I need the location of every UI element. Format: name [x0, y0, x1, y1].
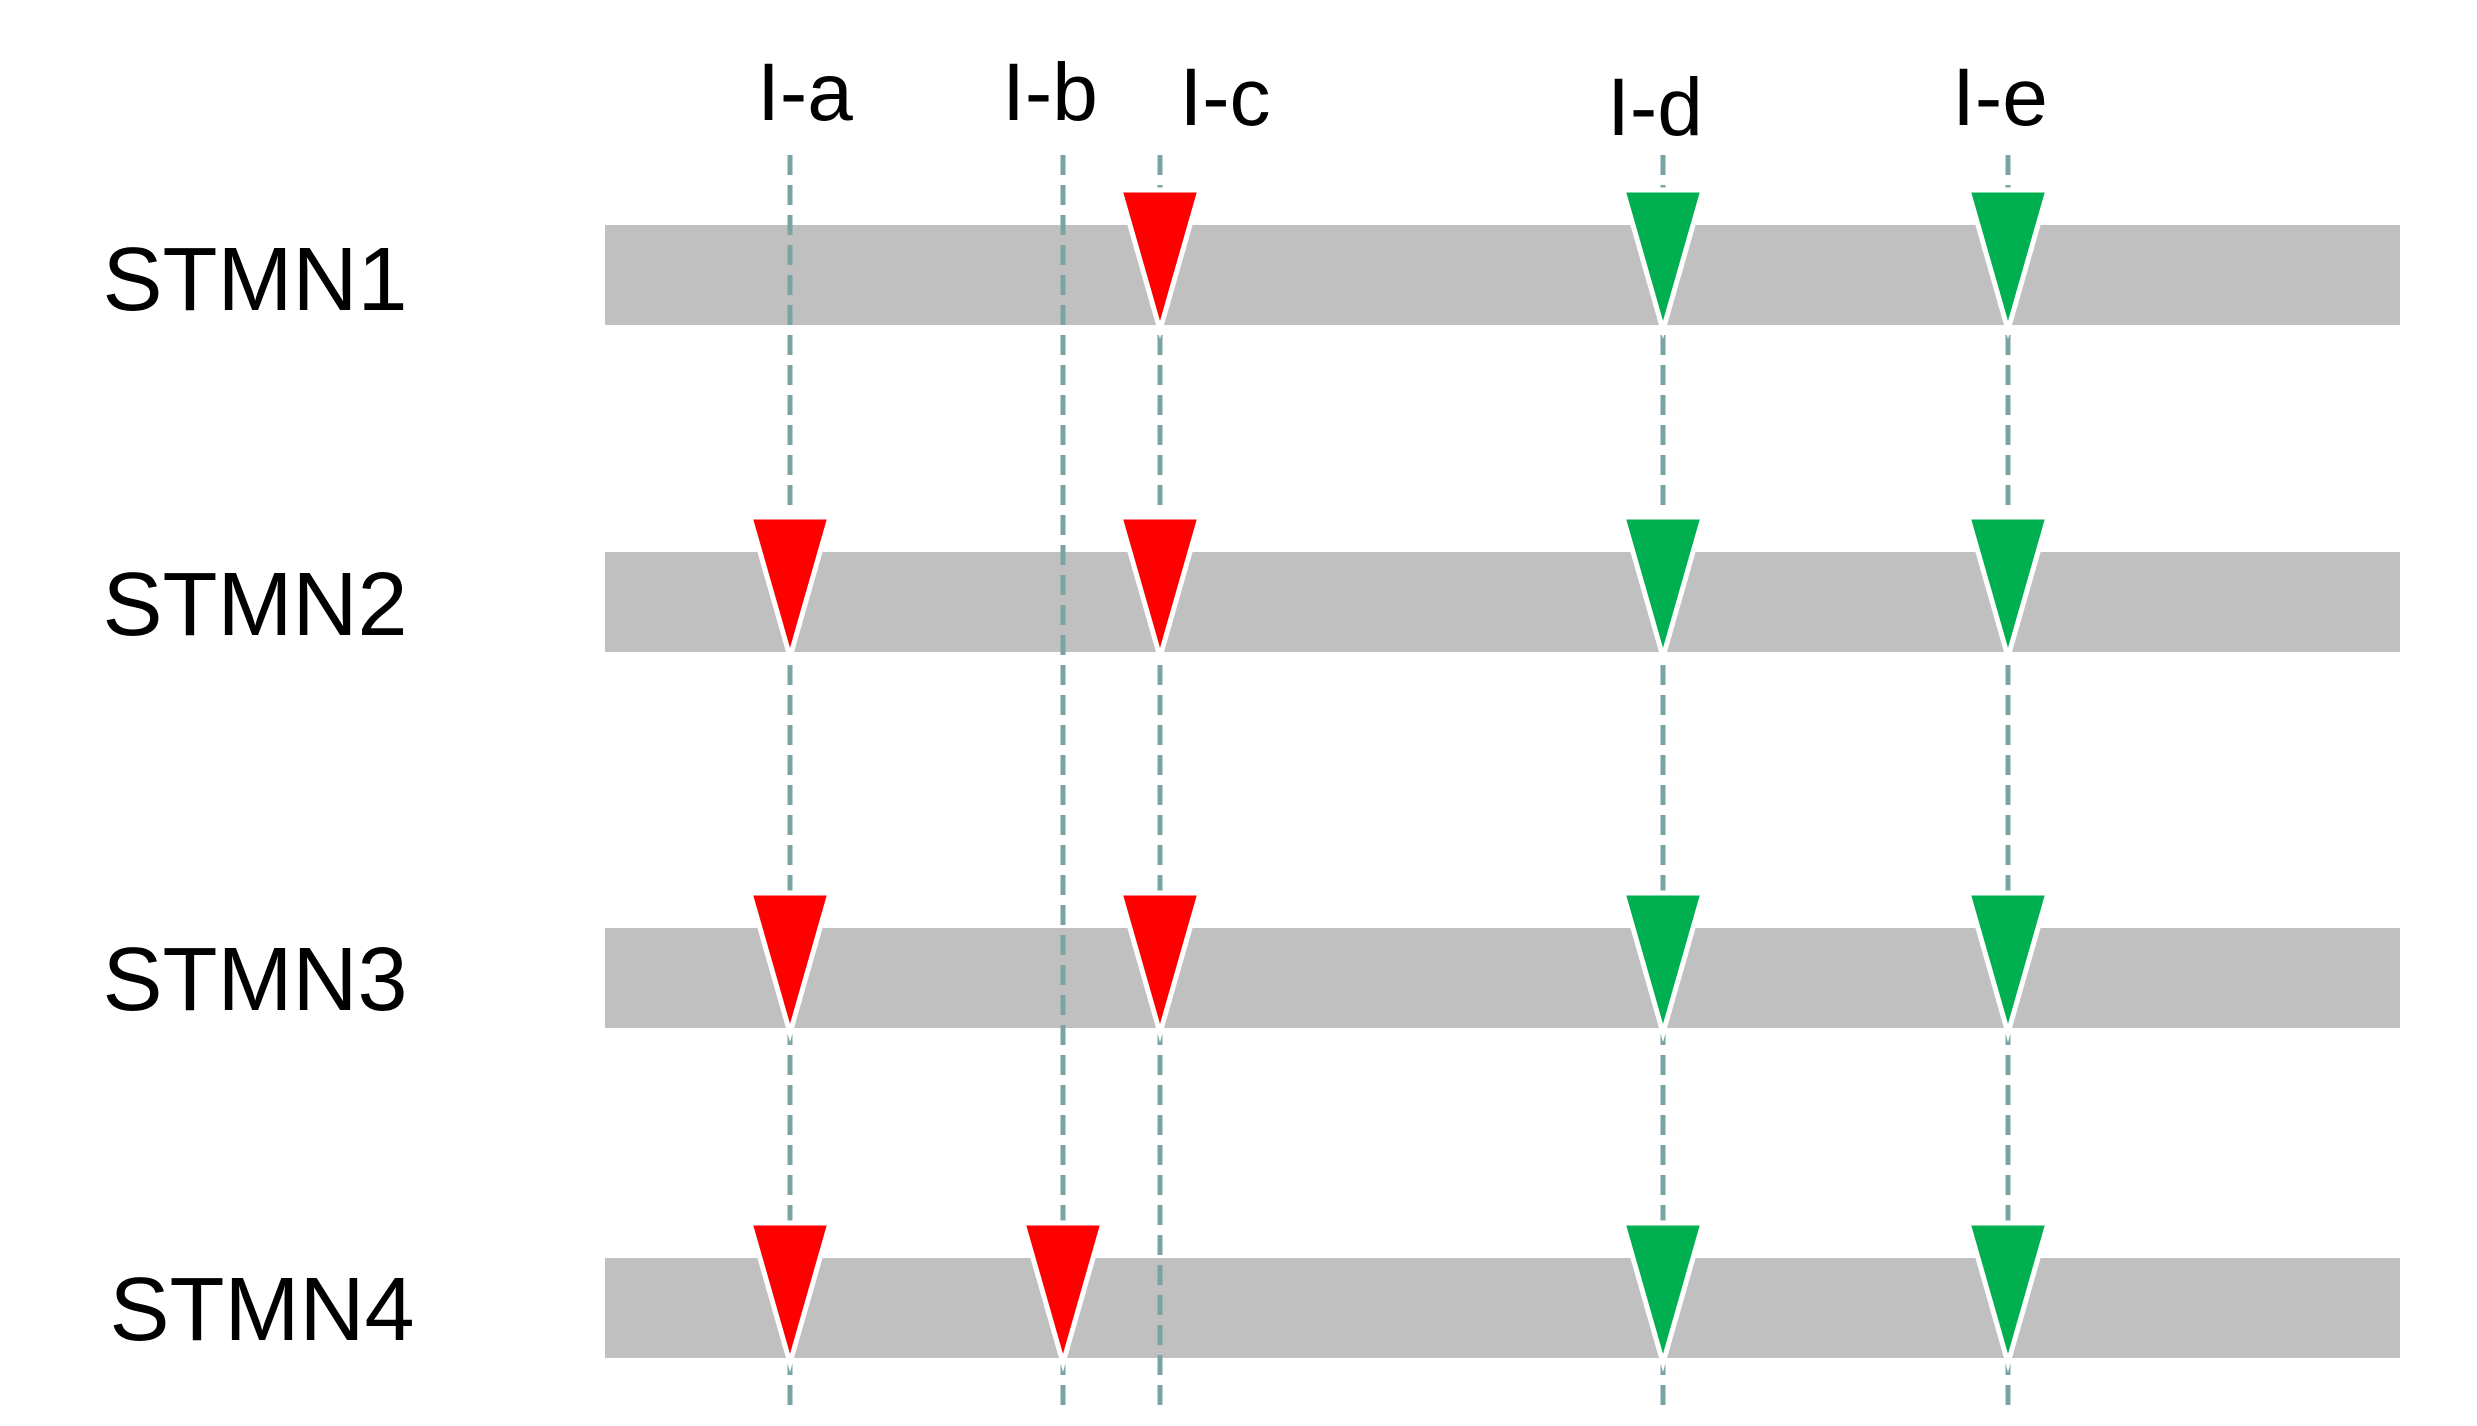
marker-stmn2-i-d-green: [1619, 514, 1707, 667]
marker-stmn3-i-e-green: [1964, 890, 2052, 1043]
site-guide-lines: [787, 155, 2011, 1410]
gene-labels: STMN1 STMN2 STMN3 STMN4: [102, 230, 414, 1360]
gene-bar-stmn4: [605, 1258, 2400, 1358]
marker-stmn2-i-c-red: [1116, 514, 1204, 667]
marker-stmn4-i-a-red: [746, 1220, 834, 1373]
gene-label-stmn3: STMN3: [102, 930, 407, 1030]
marker-stmn3-i-c-red: [1116, 890, 1204, 1043]
marker-stmn4-i-e-green: [1964, 1220, 2052, 1373]
site-label-i-d: I-d: [1607, 62, 1703, 153]
marker-stmn4-i-d-green: [1619, 1220, 1707, 1373]
gene-bar-stmn2: [605, 552, 2400, 652]
marker-stmn1-i-c-red: [1116, 187, 1204, 340]
marker-stmn3-i-a-red: [746, 890, 834, 1043]
site-label-i-c: I-c: [1179, 52, 1270, 143]
marker-stmn2-i-e-green: [1964, 514, 2052, 667]
gene-label-stmn4: STMN4: [109, 1260, 414, 1360]
gene-bars: [605, 225, 2400, 1358]
marker-stmn4-i-b-red: [1019, 1220, 1107, 1373]
site-label-i-e: I-e: [1952, 52, 2048, 143]
marker-stmn1-i-e-green: [1964, 187, 2052, 340]
site-label-i-a: I-a: [757, 47, 853, 138]
site-markers: [746, 187, 2052, 1373]
site-labels: I-a I-b I-c I-d I-e: [757, 47, 2048, 153]
gene-bar-stmn3: [605, 928, 2400, 1028]
gene-label-stmn1: STMN1: [102, 230, 407, 330]
gene-label-stmn2: STMN2: [102, 555, 407, 655]
marker-stmn2-i-a-red: [746, 514, 834, 667]
marker-stmn1-i-d-green: [1619, 187, 1707, 340]
marker-stmn3-i-d-green: [1619, 890, 1707, 1043]
site-label-i-b: I-b: [1002, 47, 1098, 138]
gene-bar-stmn1: [605, 225, 2400, 325]
